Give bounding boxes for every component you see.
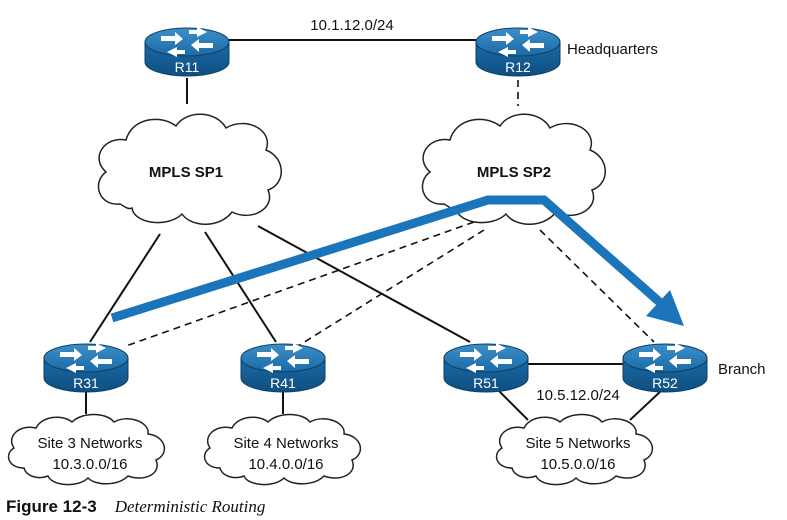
site3-prefix: 10.3.0.0/16 bbox=[52, 456, 127, 473]
solid-links bbox=[85, 39, 663, 421]
site5-prefix: 10.5.0.0/16 bbox=[540, 456, 615, 473]
dashed-sp2-r41 bbox=[297, 229, 485, 347]
link-sp1-r31 bbox=[89, 233, 161, 343]
cloud-mpls-sp1: MPLS SP1 bbox=[97, 113, 283, 226]
cloud-sp2-label: MPLS SP2 bbox=[477, 164, 551, 181]
link-sp1-r51 bbox=[257, 225, 471, 343]
cloud-site4: Site 4 Networks 10.4.0.0/16 bbox=[203, 413, 362, 486]
link-sp1-r41 bbox=[204, 231, 277, 343]
router-r52-label: R52 bbox=[652, 375, 678, 391]
router-r51: R51 bbox=[443, 342, 529, 393]
figure-number: Figure 12-3 bbox=[6, 497, 97, 516]
router-r11-label: R11 bbox=[175, 59, 200, 75]
site3-name: Site 3 Networks bbox=[37, 435, 142, 452]
network-diagram: MPLS SP1 MPLS SP2 Site 3 Networks 10.3.0… bbox=[7, 17, 766, 486]
router-r12-label: R12 bbox=[505, 59, 531, 75]
site5-name: Site 5 Networks bbox=[525, 435, 630, 452]
router-r31: R31 bbox=[43, 342, 129, 393]
site4-name: Site 4 Networks bbox=[233, 435, 338, 452]
router-r51-label: R51 bbox=[473, 375, 499, 391]
router-r12: R12 bbox=[475, 26, 561, 77]
branch-label: Branch bbox=[718, 361, 766, 378]
figure-title: Deterministic Routing bbox=[114, 497, 266, 516]
link-r51-site5 bbox=[497, 389, 529, 421]
site4-prefix: 10.4.0.0/16 bbox=[248, 456, 323, 473]
headquarters-label: Headquarters bbox=[567, 41, 658, 58]
routing-path-arrow bbox=[110, 195, 684, 326]
branch-link-label: 10.5.12.0/24 bbox=[536, 387, 619, 404]
cloud-site5: Site 5 Networks 10.5.0.0/16 bbox=[495, 413, 654, 486]
link-r52-site5 bbox=[629, 389, 663, 421]
dashed-sp2-r52 bbox=[539, 229, 655, 343]
cloud-mpls-sp2: MPLS SP2 bbox=[421, 113, 607, 226]
router-r41-label: R41 bbox=[270, 375, 296, 391]
figure-caption: Figure 12-3 Deterministic Routing bbox=[6, 497, 265, 517]
dashed-sp2-r31 bbox=[125, 221, 475, 347]
router-r41: R41 bbox=[240, 342, 326, 393]
cloud-site3: Site 3 Networks 10.3.0.0/16 bbox=[7, 413, 166, 486]
hq-link-label: 10.1.12.0/24 bbox=[310, 17, 393, 34]
router-r11: R11 bbox=[144, 26, 230, 77]
cloud-sp1-label: MPLS SP1 bbox=[149, 164, 223, 181]
router-r52: R52 bbox=[622, 342, 708, 393]
dashed-links bbox=[125, 80, 655, 347]
router-r31-label: R31 bbox=[73, 375, 99, 391]
